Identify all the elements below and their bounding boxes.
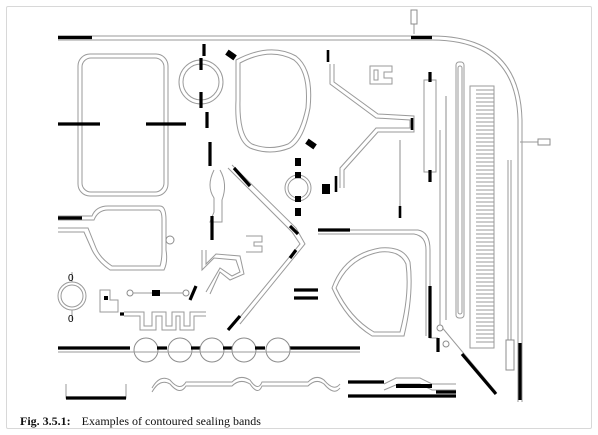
d-shape-band (294, 228, 440, 352)
oval-loop-band (225, 49, 317, 153)
chain-ring (167, 337, 193, 363)
vertical-slot-band (445, 61, 465, 320)
flat-bracket-band (348, 377, 456, 398)
wave-band (151, 376, 341, 393)
left-loop-band: 0 0 (57, 272, 87, 325)
small-bracket-part (246, 235, 263, 253)
small-clip-part (99, 289, 119, 313)
chain-ring (231, 337, 257, 363)
ring-end-connector (126, 289, 190, 297)
hook-band (188, 142, 245, 301)
long-corner-band (58, 9, 551, 402)
u-bracket-band (65, 384, 127, 400)
figure-title: Examples of contoured sealing bands (81, 414, 261, 428)
vertical-tube-band (423, 72, 437, 182)
chain-ring (199, 337, 225, 363)
y-bracket-band (326, 50, 415, 192)
chain-ring (265, 337, 291, 363)
right-rod-band (505, 160, 515, 371)
loop-label-top: 0 (68, 273, 74, 284)
ring-chain-band (58, 337, 360, 363)
chain-ring (133, 337, 159, 363)
left-tab-band (58, 205, 175, 271)
loop-label-bottom: 0 (68, 314, 74, 325)
center-bead-part (284, 158, 330, 216)
rounded-rectangle-band (58, 53, 186, 197)
t-hook-part (369, 65, 393, 85)
figure-number: Fig. 3.5.1: (20, 414, 71, 428)
circle-band (178, 44, 224, 128)
figure-caption: Fig. 3.5.1: Examples of contoured sealin… (20, 414, 580, 430)
zigzag-band (120, 311, 206, 331)
diagonal-right-band (436, 130, 498, 396)
chevron-band (226, 164, 306, 332)
comb-band (469, 85, 495, 349)
